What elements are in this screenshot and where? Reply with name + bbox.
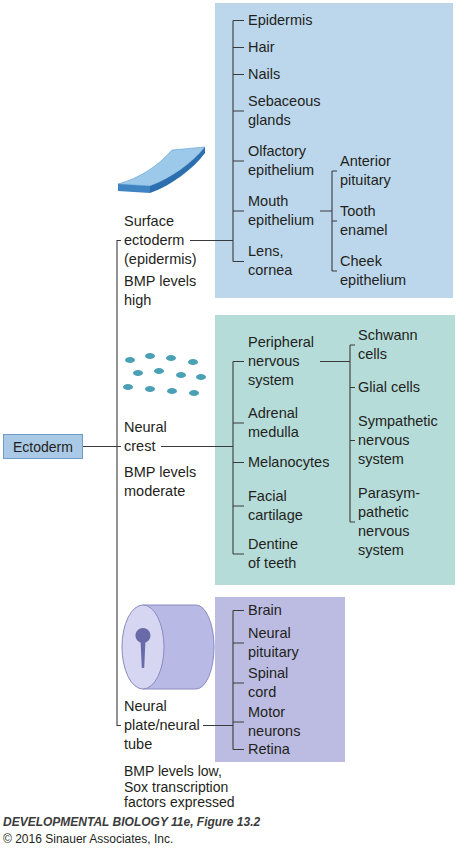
- derivative-text: Nails: [248, 65, 328, 84]
- crest-cell: [188, 359, 198, 365]
- derivative-text: Olfactory epithelium: [248, 142, 328, 180]
- neural-tube-lumen: [135, 628, 150, 668]
- derivative-text: Cheek epithelium: [340, 252, 415, 290]
- tree-connector: [83, 241, 215, 447]
- crest-cell: [145, 386, 155, 392]
- figure-caption: DEVELOPMENTAL BIOLOGY 11e, Figure 13.2: [3, 814, 423, 830]
- derivative-text: Sympathetic nervous system: [358, 412, 446, 469]
- crest-cell: [145, 353, 155, 359]
- derivative-text: Parasym- pathetic nervous system: [358, 484, 446, 560]
- branch-label: Neural plate/neural tube: [124, 697, 209, 754]
- crest-cell: [123, 384, 133, 390]
- derivative-text: Spinal cord: [248, 664, 318, 702]
- derivative-panel: BrainNeural pituitarySpinal cordMotor ne…: [215, 597, 345, 762]
- derivative-text: Hair: [248, 38, 328, 57]
- crest-cell: [154, 368, 164, 374]
- epidermis-sheet-side: [150, 147, 205, 193]
- bmp-note: BMP levels low, Sox transcription factor…: [124, 764, 244, 811]
- branch-label: Neural crest: [124, 418, 184, 456]
- derivative-text: Facial cartilage: [248, 487, 336, 525]
- derivative-text: Brain: [248, 601, 318, 620]
- tree-bracket: [215, 362, 244, 555]
- derivative-text: Anterior pituitary: [340, 152, 415, 190]
- derivative-text: Glial cells: [358, 378, 443, 397]
- tree-bracket: [320, 171, 337, 271]
- derivative-panel: Peripheral nervous systemAdrenal medulla…: [215, 315, 455, 585]
- branch-label: Surface ectoderm (epidermis): [124, 212, 209, 269]
- crest-cell: [166, 355, 176, 361]
- derivative-text: Melanocytes: [248, 453, 336, 472]
- crest-cell: [125, 357, 135, 363]
- tree-bracket: [215, 21, 244, 262]
- bmp-note: BMP levels high: [124, 272, 204, 310]
- derivative-panel: EpidermisHairNailsSebaceous glandsOlfact…: [215, 3, 453, 298]
- derivative-text: Tooth enamel: [340, 202, 415, 240]
- tree-bracket: [215, 611, 244, 750]
- derivative-text: Neural pituitary: [248, 624, 318, 662]
- derivative-text: Motor neurons: [248, 703, 318, 741]
- derivative-text: Retina: [248, 740, 318, 759]
- crest-cell: [167, 388, 177, 394]
- bmp-note: BMP levels moderate: [124, 463, 204, 501]
- copyright-note: © 2016 Sinauer Associates, Inc.: [3, 832, 333, 847]
- derivative-text: Adrenal medulla: [248, 404, 336, 442]
- derivative-text: Sebaceous glands: [248, 92, 328, 130]
- tree-bracket: [320, 345, 355, 522]
- derivative-text: Lens, cornea: [248, 242, 308, 280]
- crest-cell: [176, 372, 186, 378]
- tree-connector: [83, 446, 215, 447]
- crest-cell: [133, 370, 143, 376]
- node-text: Ectoderm: [13, 439, 73, 455]
- derivative-text: Mouth epithelium: [248, 192, 328, 230]
- derivative-text: Dentine of teeth: [248, 535, 310, 573]
- epidermis-sheet-front: [118, 184, 150, 193]
- germ-layer-box: Ectoderm: [3, 434, 83, 459]
- tree-connector: [83, 447, 215, 726]
- neural-tube-face: [122, 605, 164, 689]
- crest-cell: [189, 390, 199, 396]
- derivative-text: Epidermis: [248, 11, 328, 30]
- derivative-text: Schwann cells: [358, 326, 433, 364]
- crest-cell: [196, 374, 206, 380]
